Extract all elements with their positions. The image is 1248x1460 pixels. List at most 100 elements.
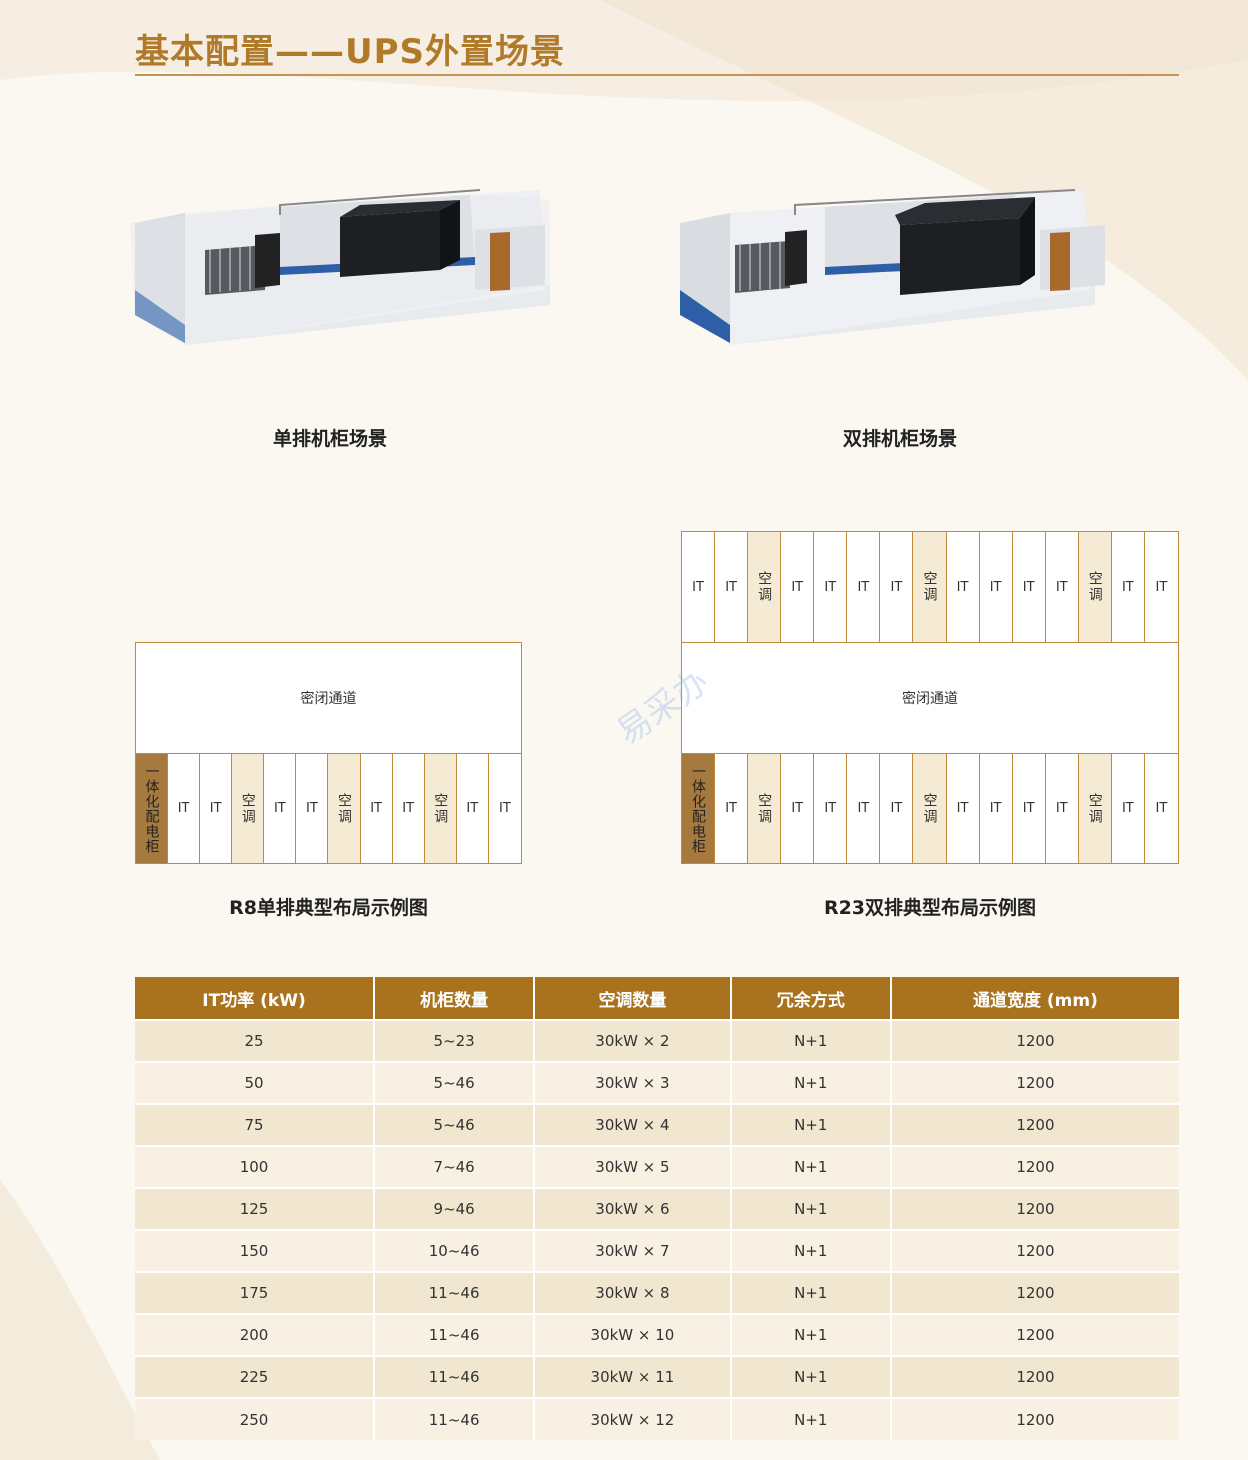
it-cabinet: IT — [781, 532, 815, 642]
table-cell: 5~23 — [374, 1019, 536, 1062]
table-cell: 30kW × 11 — [534, 1355, 732, 1398]
it-cabinet: IT — [715, 532, 749, 642]
it-cabinet: IT — [456, 754, 489, 863]
ac-unit: 空调 — [424, 754, 457, 863]
table-cell: 175 — [135, 1271, 376, 1314]
it-cabinet: IT — [682, 532, 716, 642]
double-row-scene-caption: 双排机柜场景 — [842, 428, 957, 450]
table-cell: 5~46 — [374, 1103, 536, 1146]
table-cell: 125 — [135, 1187, 376, 1230]
table-cell: 1200 — [890, 1313, 1179, 1356]
ac-unit: 空调 — [328, 754, 361, 863]
table-cell: 50 — [135, 1061, 376, 1104]
ac-unit: 空调 — [748, 532, 782, 642]
table-cell: 200 — [135, 1313, 376, 1356]
table-cell: 11~46 — [374, 1397, 536, 1440]
it-cabinet: IT — [979, 754, 1013, 863]
header-aisle-width: 通道宽度 (mm) — [890, 977, 1179, 1020]
it-cabinet: IT — [296, 754, 329, 863]
header-it-power: IT功率 (kW) — [135, 977, 376, 1020]
table-header-row: IT功率 (kW) 机柜数量 空调数量 冗余方式 通道宽度 (mm) — [135, 977, 1179, 1020]
it-cabinet: IT — [814, 754, 848, 863]
it-cabinet: IT — [360, 754, 393, 863]
it-cabinet: IT — [1111, 532, 1145, 642]
ac-unit: 空调 — [913, 532, 947, 642]
it-cabinet: IT — [847, 754, 881, 863]
it-cabinet: IT — [1045, 532, 1079, 642]
table-cell: 1200 — [890, 1103, 1179, 1146]
table-cell: 1200 — [890, 1061, 1179, 1104]
it-cabinet: IT — [264, 754, 297, 863]
table-cell: 7~46 — [374, 1145, 536, 1188]
title-divider — [135, 74, 1179, 76]
it-cabinet: IT — [488, 754, 521, 863]
double-row-layout-caption: R23双排典型布局示例图 — [823, 897, 1037, 919]
table-cell: 30kW × 4 — [534, 1103, 732, 1146]
table-cell: N+1 — [730, 1397, 892, 1440]
it-cabinet: IT — [880, 532, 914, 642]
it-cabinet: IT — [946, 532, 980, 642]
header-ac-count: 空调数量 — [534, 977, 732, 1020]
table-cell: 11~46 — [374, 1355, 536, 1398]
table-cell: 1200 — [890, 1271, 1179, 1314]
ac-unit: 空调 — [913, 754, 947, 863]
double-row-room-illustration — [680, 189, 1105, 345]
single-row-scene-caption: 单排机柜场景 — [272, 428, 387, 450]
it-cabinet: IT — [1012, 754, 1046, 863]
table-cell: 30kW × 6 — [534, 1187, 732, 1230]
it-cabinet: IT — [814, 532, 848, 642]
it-cabinet: IT — [715, 754, 749, 863]
it-cabinet: IT — [1012, 532, 1046, 642]
table-cell: 75 — [135, 1103, 376, 1146]
it-cabinet: IT — [847, 532, 881, 642]
table-cell: N+1 — [730, 1145, 892, 1188]
table-cell: N+1 — [730, 1103, 892, 1146]
header-redundancy: 冗余方式 — [730, 977, 892, 1020]
table-cell: 1200 — [890, 1019, 1179, 1062]
table-cell: 150 — [135, 1229, 376, 1272]
table-cell: 1200 — [890, 1397, 1179, 1440]
it-cabinet: IT — [1144, 532, 1178, 642]
table-cell: 1200 — [890, 1355, 1179, 1398]
table-cell: 30kW × 8 — [534, 1271, 732, 1314]
table-cell: N+1 — [730, 1061, 892, 1104]
table-cell: N+1 — [730, 1355, 892, 1398]
table-cell: 1200 — [890, 1145, 1179, 1188]
power-distribution-cabinet: 一体化配电柜 — [136, 754, 169, 863]
table-cell: 225 — [135, 1355, 376, 1398]
table-cell: 1200 — [890, 1187, 1179, 1230]
power-distribution-cabinet: 一体化配电柜 — [682, 754, 716, 863]
it-cabinet: IT — [1111, 754, 1145, 863]
table-cell: 30kW × 2 — [534, 1019, 732, 1062]
it-cabinet: IT — [1045, 754, 1079, 863]
table-cell: 11~46 — [374, 1313, 536, 1356]
page-title: 基本配置——UPS外置场景 — [135, 32, 566, 72]
ac-unit: 空调 — [232, 754, 265, 863]
table-cell: 9~46 — [374, 1187, 536, 1230]
ac-unit: 空调 — [1078, 532, 1112, 642]
table-cell: 30kW × 12 — [534, 1397, 732, 1440]
table-cell: 30kW × 10 — [534, 1313, 732, 1356]
table-cell: 30kW × 5 — [534, 1145, 732, 1188]
it-cabinet: IT — [392, 754, 425, 863]
header-cabinet-count: 机柜数量 — [374, 977, 536, 1020]
it-cabinet: IT — [781, 754, 815, 863]
table-cell: 10~46 — [374, 1229, 536, 1272]
single-row-layout-caption: R8单排典型布局示例图 — [229, 897, 428, 919]
table-cell: N+1 — [730, 1019, 892, 1062]
sealed-aisle: 密闭通道 — [136, 643, 521, 754]
table-cell: 30kW × 3 — [534, 1061, 732, 1104]
